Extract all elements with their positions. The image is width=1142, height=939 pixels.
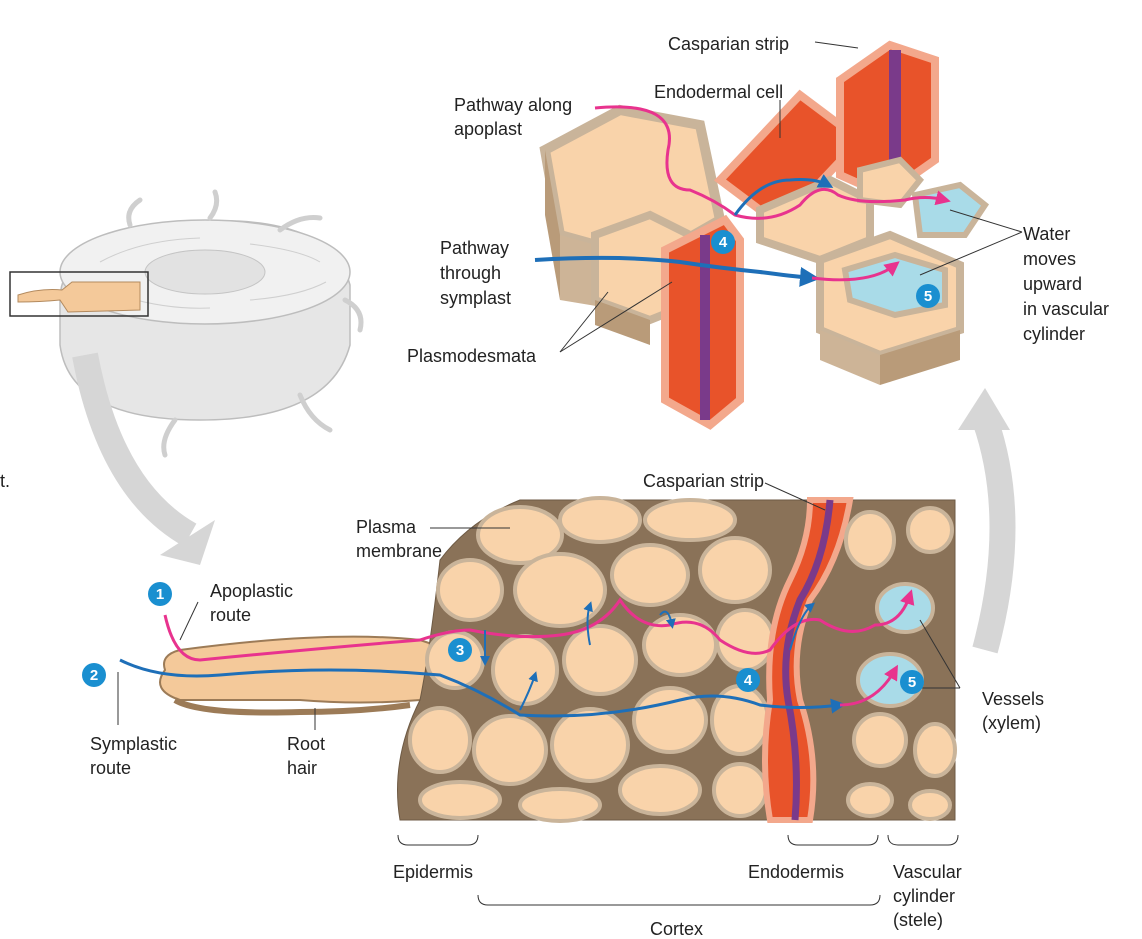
svg-text:3: 3 — [456, 642, 464, 659]
label-endodermal-cell: Endodermal cell — [654, 82, 783, 102]
step-badge-4-top: 4 — [711, 230, 735, 254]
thumbnail-root-hair — [18, 282, 140, 312]
label-pathway-apoplast: Pathway along apoplast — [454, 95, 572, 139]
label-water-moves-upward: Water moves upward in vascular cylinder — [1023, 224, 1109, 344]
svg-text:moves: moves — [1023, 249, 1076, 269]
label-epidermis: Epidermis — [393, 862, 473, 882]
svg-text:2: 2 — [90, 667, 98, 684]
svg-text:hair: hair — [287, 758, 317, 778]
svg-text:(xylem): (xylem) — [982, 713, 1041, 733]
step-badge-1: 1 — [148, 582, 172, 606]
svg-text:Root: Root — [287, 734, 325, 754]
svg-text:route: route — [90, 758, 131, 778]
label-pathway-symplast: Pathway through symplast — [440, 238, 511, 308]
svg-text:route: route — [210, 605, 251, 625]
svg-text:Symplastic: Symplastic — [90, 734, 177, 754]
svg-text:Pathway along: Pathway along — [454, 95, 572, 115]
label-endodermis: Endodermis — [748, 862, 844, 882]
svg-text:upward: upward — [1023, 274, 1082, 294]
label-apoplastic-route: Apoplastic route — [210, 581, 293, 625]
svg-text:Vessels: Vessels — [982, 689, 1044, 709]
label-plasma-membrane: Plasma membrane — [356, 517, 442, 561]
svg-text:Water: Water — [1023, 224, 1070, 244]
svg-text:(stele): (stele) — [893, 910, 943, 930]
label-casparian-strip-bottom: Casparian strip — [643, 471, 764, 491]
svg-text:5: 5 — [908, 674, 916, 691]
step-badge-2: 2 — [82, 663, 106, 687]
step-badge-5-bottom: 5 — [900, 670, 924, 694]
label-root-hair: Root hair — [287, 734, 325, 778]
svg-text:cylinder: cylinder — [1023, 324, 1085, 344]
label-plasmodesmata: Plasmodesmata — [407, 346, 537, 366]
svg-text:cylinder: cylinder — [893, 886, 955, 906]
svg-text:Pathway: Pathway — [440, 238, 509, 258]
svg-text:1: 1 — [156, 586, 164, 603]
svg-text:through: through — [440, 263, 501, 283]
step-badge-5-top: 5 — [916, 284, 940, 308]
svg-text:symplast: symplast — [440, 288, 511, 308]
tissue-cross-section — [160, 498, 955, 821]
label-vascular-cylinder: Vascular cylinder (stele) — [893, 862, 962, 930]
svg-text:4: 4 — [719, 234, 728, 251]
label-cortex: Cortex — [650, 919, 703, 939]
arrow-to-3d-view — [985, 420, 1003, 650]
label-edge-fragment: t. — [0, 471, 10, 491]
label-casparian-strip-top: Casparian strip — [668, 34, 789, 54]
root-cross-section-thumbnail — [10, 192, 361, 455]
arrow-to-3d-view-head — [958, 388, 1010, 430]
step-badge-4-bottom: 4 — [736, 668, 760, 692]
svg-text:Vascular: Vascular — [893, 862, 962, 882]
label-symplastic-route: Symplastic route — [90, 734, 177, 778]
label-vessels-xylem: Vessels (xylem) — [982, 689, 1044, 733]
svg-text:Apoplastic: Apoplastic — [210, 581, 293, 601]
svg-text:in vascular: in vascular — [1023, 299, 1109, 319]
endodermis-3d-view — [545, 45, 985, 425]
svg-text:membrane: membrane — [356, 541, 442, 561]
svg-text:5: 5 — [924, 288, 932, 305]
svg-text:4: 4 — [744, 672, 753, 689]
svg-text:apoplast: apoplast — [454, 119, 522, 139]
svg-text:Plasma: Plasma — [356, 517, 417, 537]
step-badge-3: 3 — [448, 638, 472, 662]
